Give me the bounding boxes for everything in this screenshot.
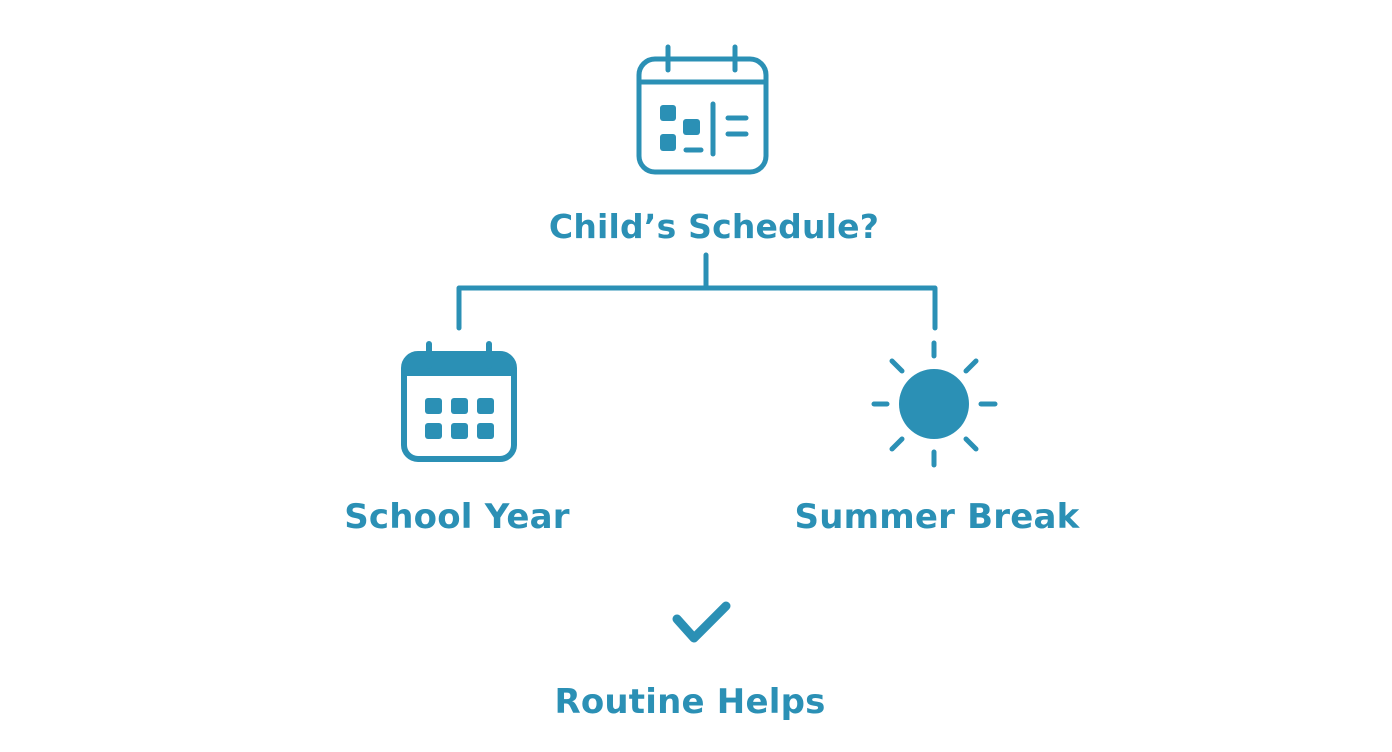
root-question-label: Child’s Schedule? (548, 207, 880, 246)
branch-connector (456, 252, 938, 331)
checkmark-icon (672, 601, 731, 643)
sun-icon (871, 340, 998, 468)
summer-break-label: Summer Break (794, 497, 1080, 537)
school-year-label: School Year (344, 497, 570, 537)
calendar-grid-icon (401, 341, 517, 462)
routine-helps-label: Routine Helps (554, 682, 826, 722)
calendar-schedule-icon (636, 44, 769, 175)
